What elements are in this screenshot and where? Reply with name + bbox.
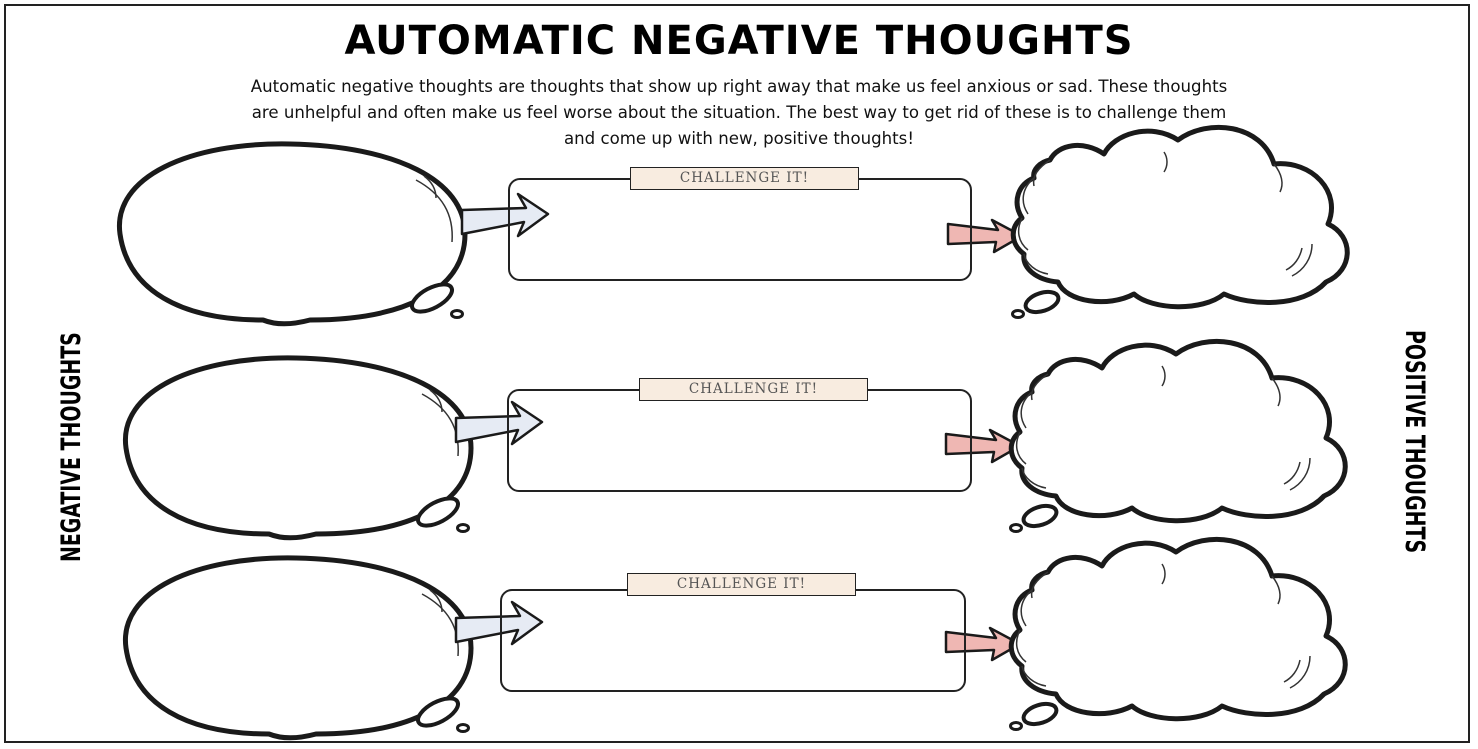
positive-thought-cloud-icon — [1011, 341, 1346, 531]
positive-thought-cloud-icon — [1011, 539, 1346, 729]
challenge-box[interactable] — [508, 178, 972, 281]
challenge-box[interactable] — [500, 589, 966, 692]
positive-thought-cloud-icon — [1013, 127, 1348, 317]
challenge-it-label: CHALLENGE IT! — [639, 378, 868, 401]
negative-thought-bubble-icon — [125, 558, 471, 738]
challenge-it-label: CHALLENGE IT! — [627, 573, 856, 596]
negative-thought-bubble-icon — [125, 358, 471, 538]
challenge-box[interactable] — [507, 389, 972, 492]
challenge-it-label: CHALLENGE IT! — [630, 167, 859, 190]
negative-thought-bubble-icon — [119, 144, 465, 324]
